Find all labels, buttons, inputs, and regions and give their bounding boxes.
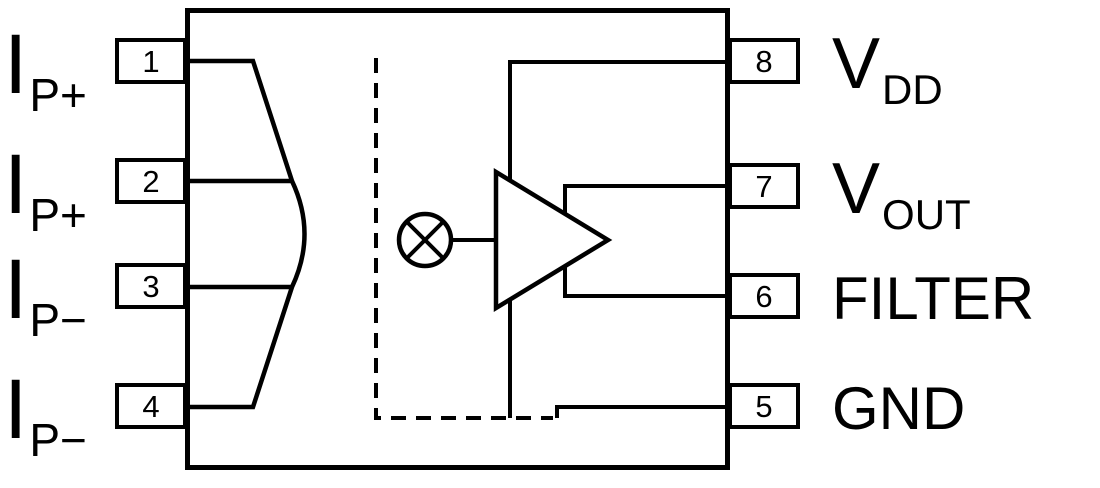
current-path-shape: [185, 58, 307, 410]
pin-7-label-sub: OUT: [882, 191, 971, 238]
pin-3-label: I P−: [4, 242, 87, 343]
pin-2-box: 2: [115, 158, 187, 204]
pin-1-box: 1: [115, 38, 187, 84]
isolation-boundary-dashed-line: [374, 58, 553, 420]
pin-6-box: 6: [728, 273, 800, 319]
pin-5-label: GND: [832, 379, 967, 439]
pin-6-label-base: FILTER: [832, 265, 1035, 332]
pin-5-label-base: GND: [832, 375, 966, 442]
pin-1-label: I P+: [4, 17, 87, 118]
pin-3-label-base: I: [4, 242, 28, 336]
pin-3-label-sub: P−: [29, 294, 87, 346]
pin-2-label-sub: P+: [29, 189, 87, 241]
pin-2-number: 2: [142, 163, 160, 199]
pin-5-box: 5: [728, 383, 800, 429]
circle-x-cross: [405, 220, 445, 260]
pin-8-label-sub: DD: [882, 66, 943, 113]
pin-5-number: 5: [755, 388, 773, 424]
pin-6-number: 6: [755, 278, 773, 314]
pin-8-label-base: V: [832, 24, 881, 104]
pin-2-label: I P+: [4, 137, 87, 238]
pin-4-label: I P−: [4, 362, 87, 463]
pin-4-number: 4: [142, 388, 160, 424]
pin-7-box: 7: [728, 163, 800, 209]
pin-1-label-base: I: [4, 17, 28, 111]
pin-1-label-sub: P+: [29, 69, 87, 121]
pin-7-number: 7: [755, 168, 773, 204]
gnd-wire: [555, 405, 730, 418]
pin-6-label: FILTER: [832, 269, 1036, 329]
pin-3-box: 3: [115, 263, 187, 309]
triangle-amp-icon: [493, 168, 613, 312]
pin-4-label-base: I: [4, 362, 28, 456]
pin-3-number: 3: [142, 268, 160, 304]
pin-4-label-sub: P−: [29, 414, 87, 466]
pin-8-box: 8: [728, 38, 800, 84]
pin-7-label-base: V: [832, 149, 881, 229]
pin-8-label: V DD: [832, 24, 943, 111]
pin-8-number: 8: [755, 43, 773, 79]
pin-2-label-base: I: [4, 137, 28, 231]
pin-4-box: 4: [115, 383, 187, 429]
pin-7-label: V OUT: [832, 149, 971, 236]
pin-1-number: 1: [142, 43, 160, 79]
